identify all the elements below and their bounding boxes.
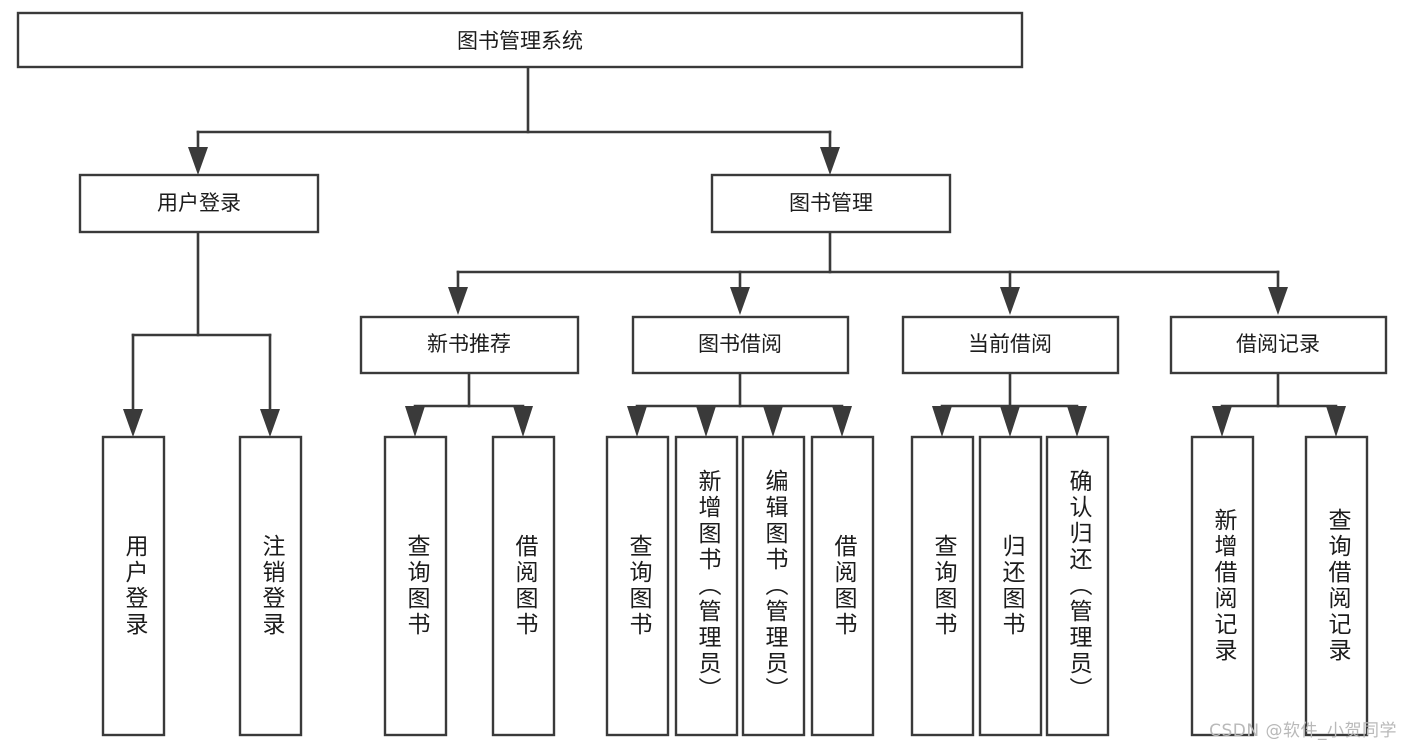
arrowhead-to-book-manage [820, 147, 840, 175]
arrowhead-borrowrecord-leaf-1 [1212, 406, 1232, 437]
leaf-box-current-borrow-2[interactable] [978, 435, 1043, 737]
arrowhead-user-leaf-2 [260, 409, 280, 437]
node-root-box[interactable] [16, 11, 1024, 69]
node-new-book-recommend[interactable]: 新书推荐 [359, 315, 580, 375]
node-current-borrow[interactable]: 当前借阅 [901, 315, 1120, 375]
node-borrow-record-label: 借阅记录 [1236, 332, 1320, 356]
connector-book-borrow-to-leaves [627, 371, 852, 437]
leaf-box-current-borrow-3[interactable] [1045, 435, 1110, 737]
connector-book-manage-to-level3 [448, 230, 1288, 315]
leaf-box-current-borrow-1[interactable] [910, 435, 975, 737]
node-book-borrow-box[interactable] [631, 315, 850, 375]
arrowhead-user-leaf-1 [123, 409, 143, 437]
leaf-box-borrow-record-2[interactable] [1304, 435, 1369, 737]
node-new-book-recommend-label: 新书推荐 [427, 332, 511, 356]
arrowhead-to-current-borrow [1000, 287, 1020, 315]
leaf-box-user-login-2[interactable] [238, 435, 303, 737]
arrowhead-to-user-login [188, 147, 208, 175]
node-root-label: 图书管理系统 [457, 29, 583, 53]
arrowhead-currentborrow-leaf-2 [1000, 406, 1020, 437]
watermark-text: CSDN @软件_小贺同学 [1209, 721, 1397, 741]
node-user-login[interactable]: 用户登录 [78, 173, 320, 234]
leaf-box-book-borrow-3[interactable] [741, 435, 806, 737]
leaf-boxes-user-login [101, 435, 303, 737]
leaf-box-user-login-1[interactable] [101, 435, 166, 737]
node-book-borrow-label: 图书借阅 [698, 332, 782, 356]
node-current-borrow-label: 当前借阅 [968, 332, 1052, 356]
connector-borrow-record-to-leaves [1212, 371, 1346, 437]
arrowhead-to-borrow-record [1268, 287, 1288, 315]
leaf-box-book-borrow-2[interactable] [674, 435, 739, 737]
arrowhead-bookborrow-leaf-1 [627, 406, 647, 437]
connector-user-login-to-leaves [123, 230, 280, 437]
arrowhead-bookborrow-leaf-4 [832, 406, 852, 437]
node-root-system[interactable]: 图书管理系统 [16, 11, 1024, 69]
node-book-manage-box[interactable] [710, 173, 952, 234]
leaf-box-book-borrow-4[interactable] [810, 435, 875, 737]
leaf-box-book-borrow-1[interactable] [605, 435, 670, 737]
arrowhead-newbook-leaf-2 [513, 406, 533, 437]
leaf-boxes-book-borrow [605, 435, 875, 737]
node-borrow-record-box[interactable] [1169, 315, 1388, 375]
arrowhead-bookborrow-leaf-2 [696, 406, 716, 437]
node-user-login-label: 用户登录 [157, 191, 241, 215]
connector-current-borrow-to-leaves [932, 371, 1087, 437]
leaf-box-new-book-2[interactable] [491, 435, 556, 737]
arrowhead-bookborrow-leaf-3 [763, 406, 783, 437]
arrowhead-to-new-book [448, 287, 468, 315]
arrowhead-newbook-leaf-1 [405, 406, 425, 437]
leaf-box-borrow-record-1[interactable] [1190, 435, 1255, 737]
node-book-manage[interactable]: 图书管理 [710, 173, 952, 234]
node-user-login-box[interactable] [78, 173, 320, 234]
leaf-boxes-current-borrow [910, 435, 1110, 737]
leaf-boxes-new-book [383, 435, 556, 737]
node-book-manage-label: 图书管理 [789, 191, 873, 215]
arrowhead-borrowrecord-leaf-2 [1326, 406, 1346, 437]
leaf-box-new-book-1[interactable] [383, 435, 448, 737]
connector-root-to-level2 [188, 65, 840, 175]
arrowhead-currentborrow-leaf-3 [1067, 406, 1087, 437]
node-borrow-record[interactable]: 借阅记录 [1169, 315, 1388, 375]
node-book-borrow[interactable]: 图书借阅 [631, 315, 850, 375]
arrowhead-currentborrow-leaf-1 [932, 406, 952, 437]
connector-new-book-to-leaves [405, 371, 533, 437]
node-current-borrow-box[interactable] [901, 315, 1120, 375]
arrowhead-to-book-borrow [730, 287, 750, 315]
leaf-boxes-borrow-record [1190, 435, 1369, 737]
node-new-book-recommend-box[interactable] [359, 315, 580, 375]
